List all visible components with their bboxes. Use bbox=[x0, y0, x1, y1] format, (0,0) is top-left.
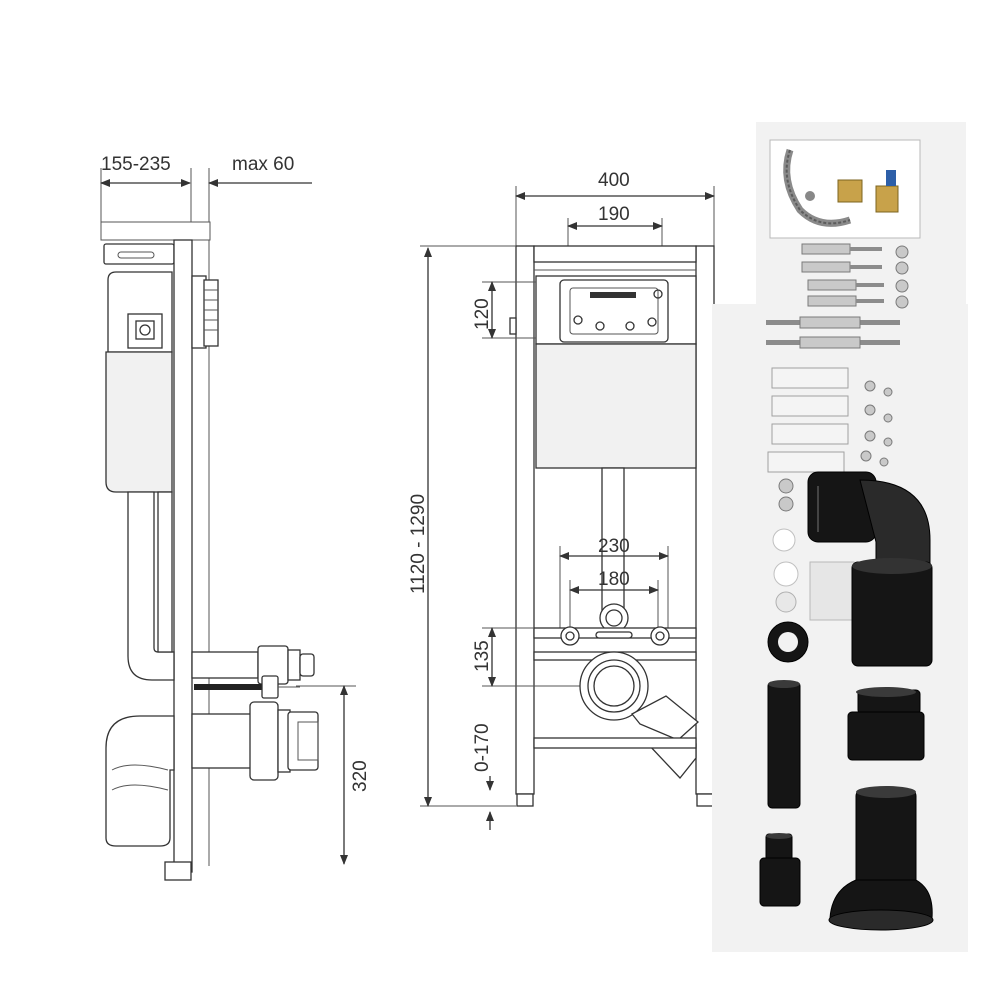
flush-pipe-outlet bbox=[191, 651, 259, 679]
fixing-rod bbox=[194, 684, 268, 690]
frame-top-rail bbox=[533, 245, 697, 263]
frame-right-post bbox=[695, 245, 715, 795]
drain-outlet-pipe bbox=[191, 713, 253, 769]
left-foot bbox=[516, 793, 534, 807]
bolt-inner-label: 180 bbox=[598, 569, 630, 590]
cistern-width-label: 190 bbox=[598, 204, 630, 225]
mounting-brackets bbox=[767, 367, 893, 473]
flush-plate-opening bbox=[559, 279, 669, 343]
frame-post bbox=[173, 239, 193, 873]
frame-width-label: 400 bbox=[598, 170, 630, 191]
bolt-height-label: 135 bbox=[472, 640, 493, 672]
top-wall-bracket bbox=[103, 243, 175, 265]
frame-height-label: 1120 - 1290 bbox=[408, 494, 429, 594]
wall-anchors bbox=[801, 243, 909, 309]
frame-foot bbox=[164, 861, 192, 881]
cistern-body bbox=[105, 351, 173, 493]
right-foot bbox=[696, 793, 714, 807]
cistern-height-label: 120 bbox=[472, 298, 493, 330]
flush-down-pipe bbox=[127, 491, 175, 681]
front-view-drawing: 400 190 120 bbox=[408, 170, 715, 830]
side-view-drawing: 155-235 max 60 bbox=[100, 154, 371, 881]
flanged-outlet-fitting bbox=[828, 786, 934, 931]
frame-left-post bbox=[515, 245, 535, 795]
drain-connection bbox=[579, 651, 649, 721]
bottom-rail bbox=[533, 737, 697, 749]
threaded-rods bbox=[766, 316, 900, 349]
straight-connector-pipe bbox=[767, 681, 801, 809]
reducer-fitting bbox=[847, 687, 925, 761]
drain-height-label: 320 bbox=[350, 760, 371, 792]
depth-label: 155-235 bbox=[101, 154, 171, 175]
accessories-photo bbox=[712, 122, 968, 952]
cladding-label: max 60 bbox=[232, 154, 294, 175]
drain-elbow bbox=[105, 715, 175, 847]
bolt-outer-label: 230 bbox=[598, 536, 630, 557]
leg-adjust-label: 0-170 bbox=[472, 723, 493, 772]
cistern-body-front bbox=[535, 343, 697, 469]
water-connection-box bbox=[769, 139, 921, 239]
small-fittings bbox=[767, 478, 855, 663]
stepped-adapter bbox=[759, 833, 801, 907]
pan-connector-elbow bbox=[807, 471, 933, 667]
